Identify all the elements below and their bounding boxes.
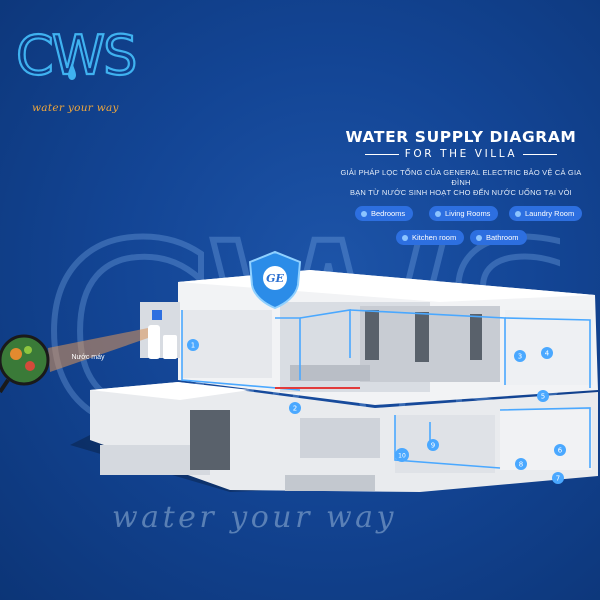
bullet-icon: [515, 210, 521, 217]
chip-bathroom[interactable]: Bathroom: [470, 230, 527, 245]
bullet-icon: [476, 234, 482, 241]
marker-6[interactable]: 6: [554, 444, 566, 456]
filter-tank: [148, 325, 160, 359]
description-line-2: BẠN TỪ NƯỚC SINH HOẠT CHO ĐẾN NƯỚC UỐNG …: [350, 188, 572, 197]
water-drop-icon: [68, 62, 76, 80]
bullet-icon: [361, 210, 367, 217]
marker-9[interactable]: 9: [427, 439, 439, 451]
page-subtitle: FOR THE VILLA: [404, 148, 518, 160]
svg-text:8: 8: [519, 461, 523, 469]
bed: [290, 365, 370, 381]
svg-text:4: 4: [545, 350, 550, 358]
source-beam: [48, 328, 148, 372]
chip-label: Living Rooms: [445, 209, 491, 218]
subtitle-row: FOR THE VILLA: [330, 148, 592, 160]
subtitle-rule-right: [523, 153, 558, 155]
bullet-icon: [435, 210, 441, 217]
marker-10[interactable]: 10: [395, 448, 409, 462]
logo-tagline: water your way: [32, 102, 119, 114]
svg-text:10: 10: [398, 453, 406, 460]
chip-kitchen-room[interactable]: Kitchen room: [396, 230, 465, 245]
marker-1[interactable]: 1: [187, 339, 199, 351]
svg-text:1: 1: [191, 342, 195, 350]
svg-text:7: 7: [556, 475, 560, 483]
cws-logo-mark: CWS: [15, 23, 139, 84]
svg-text:9: 9: [431, 442, 435, 450]
lower-roof-left: [90, 382, 250, 400]
bullet-icon: [402, 234, 408, 241]
chip-label: Bedrooms: [371, 209, 406, 218]
ge-shield-icon: GE: [248, 250, 302, 310]
marker-7[interactable]: 7: [552, 472, 564, 484]
filter-housing: [163, 335, 177, 359]
subtitle-rule-left: [364, 153, 399, 155]
title-block: WATER SUPPLY DIAGRAM FOR THE VILLA: [330, 128, 592, 160]
marker-2[interactable]: 2: [289, 402, 301, 414]
sofa: [285, 475, 375, 491]
tap-water-label: Nước máy: [71, 354, 105, 361]
lower-bathroom: [500, 410, 592, 470]
chip-label: Kitchen room: [412, 233, 457, 242]
water-pipes: [181, 309, 591, 469]
marker-3[interactable]: 3: [514, 350, 526, 362]
filter-panel: [152, 310, 162, 320]
description-line-1: GIẢI PHÁP LỌC TỔNG CỦA GENERAL ELECTRIC …: [340, 168, 582, 187]
tap-water-source: [0, 328, 148, 394]
chip-bedrooms[interactable]: Bedrooms: [355, 206, 414, 221]
svg-text:3: 3: [518, 353, 522, 361]
kitchen: [300, 418, 380, 458]
magnifier-icon: [0, 334, 50, 386]
ge-logo-text: GE: [266, 272, 284, 285]
logo-letters: CWS: [16, 24, 135, 84]
marker-4[interactable]: 4: [541, 347, 553, 359]
description: GIẢI PHÁP LỌC TỔNG CỦA GENERAL ELECTRIC …: [336, 168, 586, 198]
svg-text:2: 2: [293, 405, 297, 413]
closet: [190, 410, 230, 470]
chip-living-rooms[interactable]: Living Rooms: [429, 206, 499, 221]
chip-label: Laundry Room: [525, 209, 575, 218]
watermark-tagline: water your way: [112, 500, 397, 535]
page-title: WATER SUPPLY DIAGRAM: [345, 128, 577, 146]
marker-5[interactable]: 5: [537, 390, 549, 402]
wardrobes: [365, 310, 482, 362]
brand-logo: CWS water your way: [14, 22, 144, 114]
markers: 1 2 3 4 5 6 7 8 9 10: [187, 339, 566, 484]
chip-laundry-room[interactable]: Laundry Room: [509, 206, 583, 221]
chip-label: Bathroom: [486, 233, 519, 242]
svg-text:6: 6: [558, 447, 563, 455]
svg-text:5: 5: [541, 393, 545, 401]
villa-diagram: 1 2 3 4 5 6 7 8 9 10 GE: [0, 250, 598, 492]
marker-8[interactable]: 8: [515, 458, 527, 470]
